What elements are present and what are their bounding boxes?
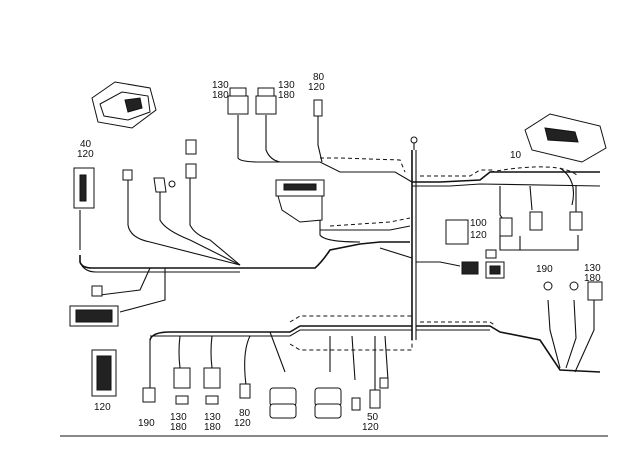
central-module <box>275 179 325 223</box>
connector-column <box>91 349 117 397</box>
connector-elbow <box>153 177 167 193</box>
main-trunk <box>79 241 410 269</box>
connector-top-1 <box>227 87 249 115</box>
callout-c7: 190 <box>536 264 553 275</box>
relay-box <box>91 81 157 129</box>
callout-c10: 190 <box>138 418 155 429</box>
connector-block-left <box>69 305 119 327</box>
connector-left-tall <box>73 167 95 209</box>
connector-small-a <box>122 169 133 181</box>
connector-top-3 <box>313 99 323 117</box>
module-100 <box>445 219 469 245</box>
connector-top-2 <box>255 87 277 115</box>
fuse-box <box>524 113 607 163</box>
callout-c9: 120 <box>94 402 111 413</box>
callout-c5: 10 <box>510 150 522 161</box>
connector-small-b <box>185 139 197 155</box>
